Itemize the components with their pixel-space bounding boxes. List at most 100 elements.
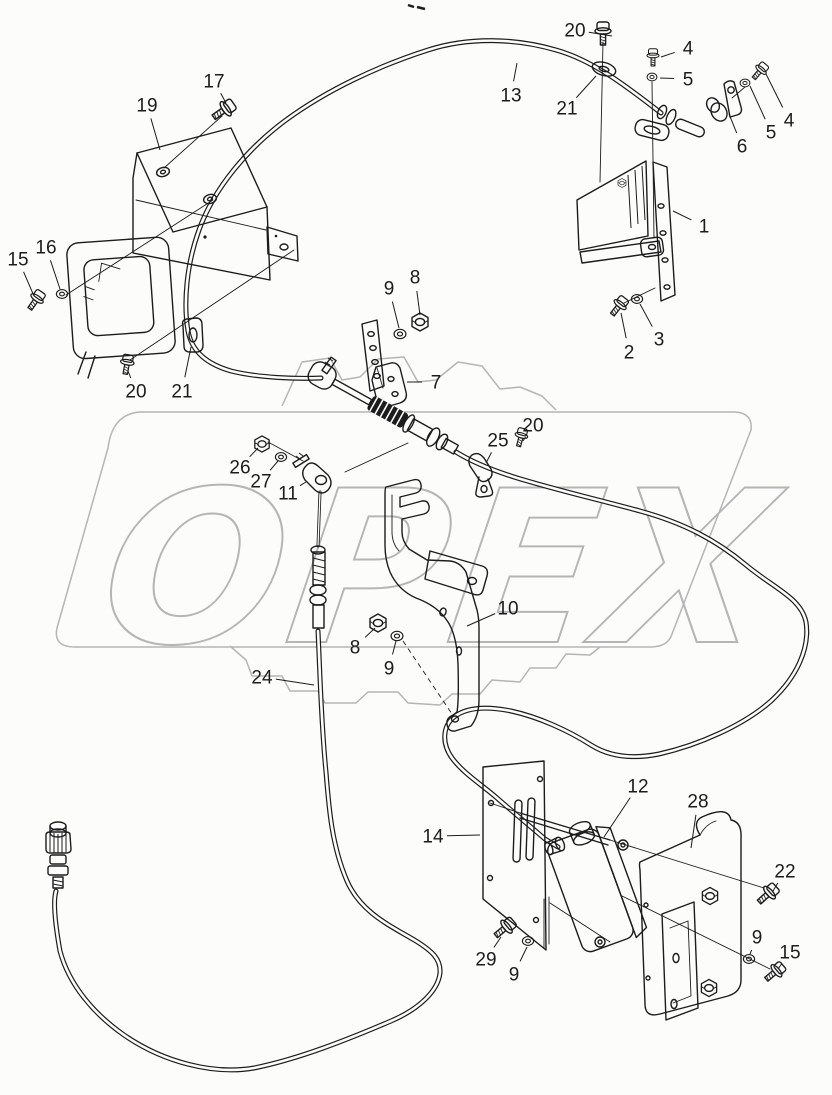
bolt-20-left	[117, 353, 136, 376]
nut-8a	[411, 312, 429, 332]
callout-label-9: 9	[384, 659, 395, 680]
cable-clamp-25	[468, 452, 494, 498]
callout-label-9: 9	[509, 965, 520, 986]
leader-line-5	[749, 85, 766, 120]
bolt-29	[489, 914, 520, 943]
bracket-19	[132, 127, 299, 281]
leader-line-22	[772, 882, 779, 892]
nut-28-bottom	[700, 978, 718, 998]
cable-end-anchor	[634, 104, 705, 142]
leader-line-28	[690, 814, 697, 849]
washer-5b	[739, 78, 751, 88]
callout-label-5: 5	[683, 70, 694, 91]
leader-line-12	[603, 797, 631, 838]
callout-label-26: 26	[229, 458, 250, 479]
callout-label-2: 2	[624, 343, 635, 364]
bracket-28	[638, 811, 742, 1021]
callout-label-7: 7	[431, 373, 442, 394]
leader-line-20	[588, 31, 613, 37]
bracket-10	[384, 478, 489, 732]
callout-label-1: 1	[699, 217, 710, 238]
leader-line-27	[269, 460, 279, 471]
watermark-text: OPEX	[89, 446, 794, 693]
leader-line-15	[777, 963, 783, 970]
callout-label-8: 8	[350, 638, 361, 659]
callout-label-19: 19	[136, 96, 157, 117]
leader-line-4	[765, 73, 784, 108]
callout-label-4: 4	[784, 111, 795, 132]
callout-label-20: 20	[125, 382, 146, 403]
washer-16	[55, 289, 69, 299]
leader-line-8	[364, 627, 376, 638]
nut-on-bracket	[617, 178, 627, 188]
cable-clamp-21-top	[591, 61, 617, 77]
box-screw-bottom	[594, 936, 606, 948]
leader-line-21	[184, 346, 192, 378]
leader-line-24	[275, 678, 315, 686]
washer-5a	[646, 72, 658, 82]
leader-line-25	[485, 452, 492, 464]
assembly-lines-left	[65, 115, 295, 361]
actuator-box-12	[544, 820, 648, 953]
bracket-7	[361, 319, 408, 408]
leader-line-20	[127, 370, 132, 379]
leader-line-15	[23, 271, 35, 297]
callout-label-12: 12	[627, 777, 648, 798]
leader-line-21	[576, 75, 597, 98]
callout-label-21: 21	[556, 99, 577, 120]
washer-9d	[521, 936, 535, 946]
bolt-17	[208, 95, 240, 125]
callout-label-17: 17	[203, 72, 224, 93]
leader-line-3	[639, 303, 653, 327]
cable-end-cap	[544, 836, 566, 856]
callout-label-21: 21	[171, 382, 192, 403]
leader-line-9	[392, 640, 397, 655]
bolt-15-left	[23, 287, 49, 314]
callout-label-24: 24	[251, 668, 273, 689]
callout-label-15: 15	[779, 943, 800, 964]
bolt-2	[606, 293, 632, 320]
leader-line-9	[391, 301, 400, 329]
cable-adjuster	[307, 356, 460, 455]
leader-line-17	[220, 93, 227, 104]
leader-line-29	[493, 936, 502, 948]
bolt-22	[753, 879, 783, 909]
leader-line-4	[660, 51, 675, 58]
callout-label-4: 4	[683, 39, 694, 60]
leader-line-20	[522, 436, 527, 442]
leader-line-14	[446, 834, 481, 837]
callout-label-25: 25	[487, 431, 508, 452]
callout-label-6: 6	[737, 137, 748, 158]
linkage-centerlines	[267, 441, 409, 473]
adjuster-24-stack	[309, 545, 327, 629]
callout-label-13: 13	[500, 86, 521, 107]
callout-label-9: 9	[384, 279, 395, 300]
cable-clamp-21-left	[181, 317, 204, 353]
leader-line-1	[672, 210, 692, 221]
leader-line-10	[466, 613, 496, 627]
lever-6	[705, 80, 743, 122]
leader-line-6	[728, 113, 738, 134]
leader-line-8	[416, 290, 421, 316]
leader-line-16	[49, 260, 61, 290]
leader-line-9	[749, 949, 753, 955]
leader-line-26	[249, 447, 259, 458]
bolt-4a	[646, 48, 660, 67]
washer-9a	[393, 328, 407, 340]
leader-line-13	[513, 62, 518, 82]
leader-line-19	[150, 118, 161, 151]
callout-label-3: 3	[654, 330, 665, 351]
callout-label-14: 14	[422, 827, 444, 848]
plate-14	[482, 760, 547, 951]
leader-line-2	[620, 312, 627, 339]
callout-label-8: 8	[410, 268, 421, 289]
callout-label-20: 20	[564, 21, 585, 42]
leader-line-9	[519, 946, 528, 962]
callout-label-11: 11	[278, 484, 298, 505]
callout-label-15: 15	[7, 250, 28, 271]
nut-28-top	[701, 886, 719, 906]
callout-label-22: 22	[774, 862, 795, 883]
